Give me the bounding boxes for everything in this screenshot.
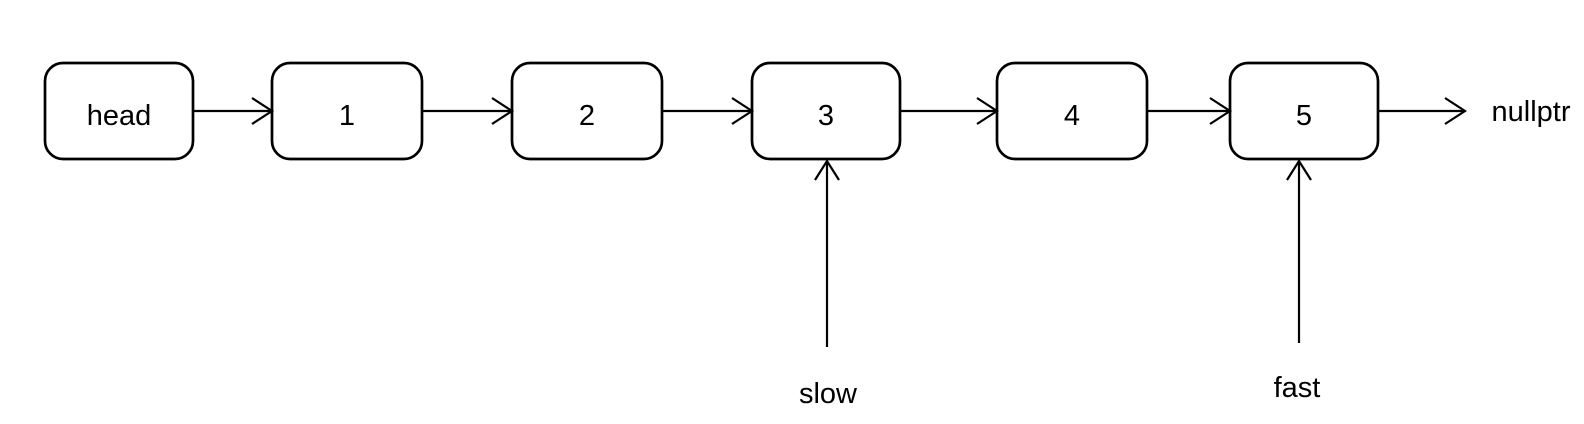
arrow-5-to-nullptr	[1378, 97, 1468, 125]
slow-pointer-arrow	[814, 158, 840, 347]
arrowhead-right-icon	[251, 97, 275, 125]
node-5-label: 5	[1296, 100, 1312, 132]
slow-pointer-label: slow	[799, 378, 858, 410]
node-2-label: 2	[579, 100, 595, 132]
node-head: head	[43, 61, 195, 161]
arrowhead-right-icon	[491, 97, 515, 125]
node-2: 2	[510, 61, 664, 161]
node-3-label: 3	[818, 100, 834, 132]
arrowhead-right-icon	[1444, 97, 1468, 125]
arrow-2-to-3	[662, 97, 755, 125]
arrowhead-right-icon	[976, 97, 1000, 125]
arrowhead-up-icon	[1286, 158, 1312, 181]
nullptr-label: nullptr	[1492, 96, 1571, 128]
fast-pointer-label: fast	[1274, 372, 1321, 404]
arrow-head-to-1	[193, 97, 275, 125]
node-5: 5	[1228, 61, 1380, 161]
arrow-4-to-5	[1147, 97, 1233, 125]
arrowhead-right-icon	[1209, 97, 1233, 125]
arrow-3-to-4	[900, 97, 1000, 125]
node-head-label: head	[87, 100, 152, 132]
fast-pointer-arrow	[1286, 158, 1312, 343]
arrowhead-up-icon	[814, 158, 840, 181]
arrow-1-to-2	[422, 97, 515, 125]
arrowhead-right-icon	[731, 97, 755, 125]
node-4-label: 4	[1064, 100, 1080, 132]
node-4: 4	[995, 61, 1149, 161]
node-1: 1	[270, 61, 424, 161]
node-1-label: 1	[339, 100, 355, 132]
node-3: 3	[750, 61, 902, 161]
